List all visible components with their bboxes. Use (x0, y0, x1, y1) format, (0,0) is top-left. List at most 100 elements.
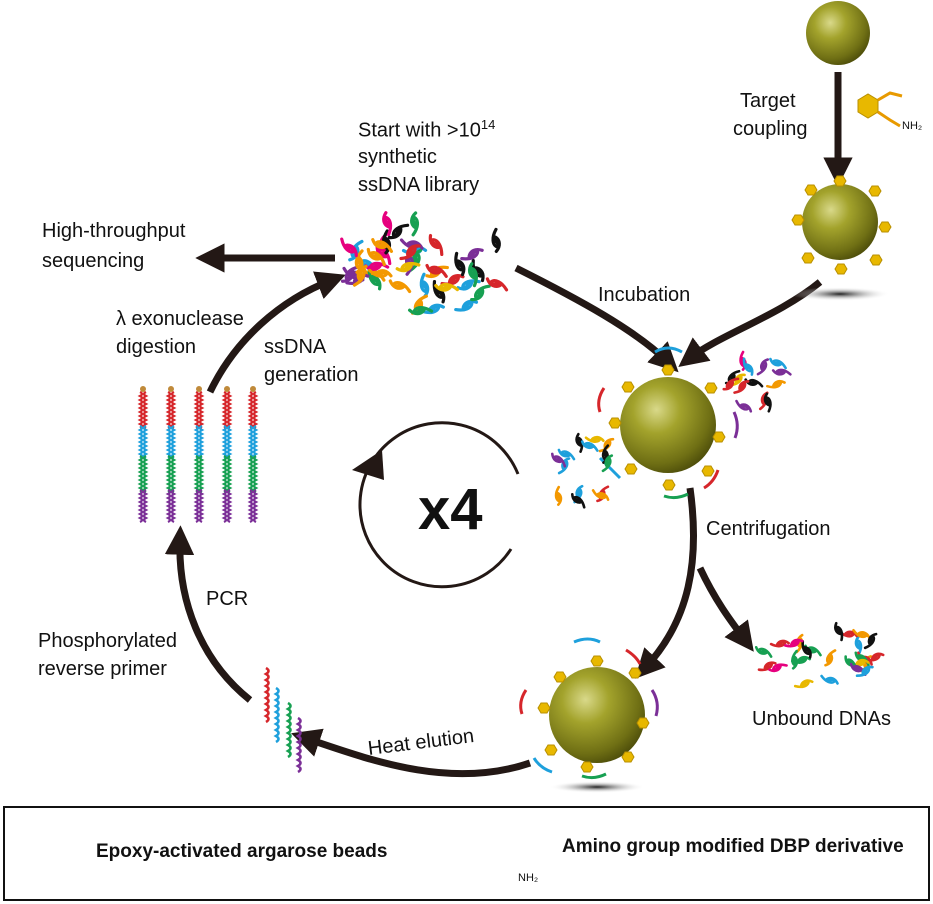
dsdna-segment (226, 425, 233, 459)
eluted-ssdna (295, 716, 302, 774)
incubation-bead (597, 346, 739, 500)
ssdna-strand (550, 452, 567, 468)
ssdna-strand (791, 649, 799, 670)
dsdna-segment (165, 455, 172, 493)
nh2-top-label: NH₂ (902, 120, 923, 132)
ssdna-strand (744, 378, 764, 388)
dsdna-segment (247, 489, 254, 523)
ssdna-strand (573, 484, 584, 504)
ssdna-label: ssDNA (264, 336, 327, 358)
dsdna-segment (221, 425, 228, 459)
arrow-to-unbound (696, 566, 754, 652)
dsdna-segment (198, 425, 205, 459)
dsdna-segment (170, 489, 177, 523)
dsdna-segment (142, 391, 149, 429)
ssdna-strand (366, 247, 386, 267)
dsdna-segment (193, 425, 200, 459)
dsdna-segment (198, 455, 205, 493)
ssdna-strand (820, 674, 839, 685)
library-label-line2: synthetic (358, 146, 437, 168)
ssdna-strand (722, 377, 740, 391)
ssdna-strand (769, 357, 787, 370)
ssdna-strand (766, 379, 786, 389)
ssdna-strand (571, 492, 586, 509)
ssdna-strand (783, 638, 804, 648)
ssdna-strand (485, 277, 509, 292)
generation-label: generation (264, 364, 359, 386)
ssdna-strand (340, 265, 361, 283)
ssdna-strand (420, 303, 445, 315)
ssdna-strand (440, 274, 465, 286)
ssdna-strand (419, 272, 430, 298)
ssdna-strand (425, 263, 448, 278)
dsdna-segment (198, 489, 205, 523)
phosphate-dot (196, 386, 202, 392)
dsdna-segment (193, 391, 200, 429)
legend-beads-label: Epoxy-activated argarose beads (96, 841, 388, 862)
ssdna-strand (771, 368, 792, 376)
ssdna-strand (409, 248, 423, 272)
ssdna-strand (367, 267, 382, 291)
ssdna-strand (855, 665, 874, 678)
phosphate-dot (140, 386, 146, 392)
dsdna-segment (247, 425, 254, 459)
ssdna-strand (388, 279, 412, 294)
ssdna-strand (601, 454, 614, 473)
ssdna-strand (844, 655, 858, 672)
unbound-dna-cluster (754, 621, 885, 689)
ssdna-strand (742, 357, 754, 376)
ssdna-strand (368, 268, 393, 278)
dsdna-segment (198, 391, 205, 429)
phosphate-dot (224, 386, 230, 392)
ssdna-strand (756, 358, 770, 376)
ssdna-strand (864, 652, 885, 662)
eluted-ssdna (285, 701, 292, 759)
arrow-heat-elution (291, 728, 532, 778)
dsdna-segment (137, 489, 144, 523)
eluted-ssdna-strands (263, 666, 302, 774)
dsdna-segment (170, 455, 177, 493)
dsdna-segment (226, 391, 233, 429)
ssdna-strand (354, 249, 364, 274)
ssdna-strand (456, 279, 481, 291)
ssdna-strand (733, 380, 750, 394)
phosphate-dot (168, 386, 174, 392)
ssdna-strand (454, 251, 466, 277)
ssdna-strand (763, 392, 772, 413)
dsdna-segment (226, 455, 233, 493)
ssdna-strand (387, 223, 410, 240)
ssdna-strand (790, 656, 812, 664)
ssdna-strand (824, 649, 837, 667)
pcr-label: PCR (206, 588, 249, 610)
ssdna-strand (491, 227, 501, 254)
dbp-ligand-icon (857, 91, 903, 128)
ssdna-strand (371, 238, 394, 253)
dsdna-segment (137, 455, 144, 493)
dsdna-segment (193, 455, 200, 493)
ssdna-strand (554, 485, 563, 506)
ssdna-strand (364, 261, 390, 271)
dsdna-segment (221, 489, 228, 523)
ssdna-strand (460, 247, 484, 261)
ssdna-strand (580, 440, 599, 452)
dsdna-segment (247, 455, 254, 493)
ssdna-strand (454, 299, 479, 312)
incubation-dna-cluster-left (550, 432, 615, 509)
ssdna-strand (849, 662, 867, 676)
coupled-bead (790, 175, 892, 301)
ssdna-strand (434, 282, 460, 292)
ssdna-strand (754, 645, 773, 658)
arrow-pcr-up (164, 525, 253, 703)
ssdna-strand (470, 284, 491, 302)
phosphorylated-label: Phosphorylated (38, 630, 177, 652)
ssdna-strand (410, 211, 420, 237)
dsdna-segment (252, 489, 259, 523)
dsdna-segment (170, 391, 177, 429)
dsdna-segment (252, 391, 259, 429)
legend (3, 806, 930, 901)
dsdna-segment (252, 455, 259, 493)
sequencing-label: sequencing (42, 250, 145, 272)
dsdna-segment (193, 489, 200, 523)
